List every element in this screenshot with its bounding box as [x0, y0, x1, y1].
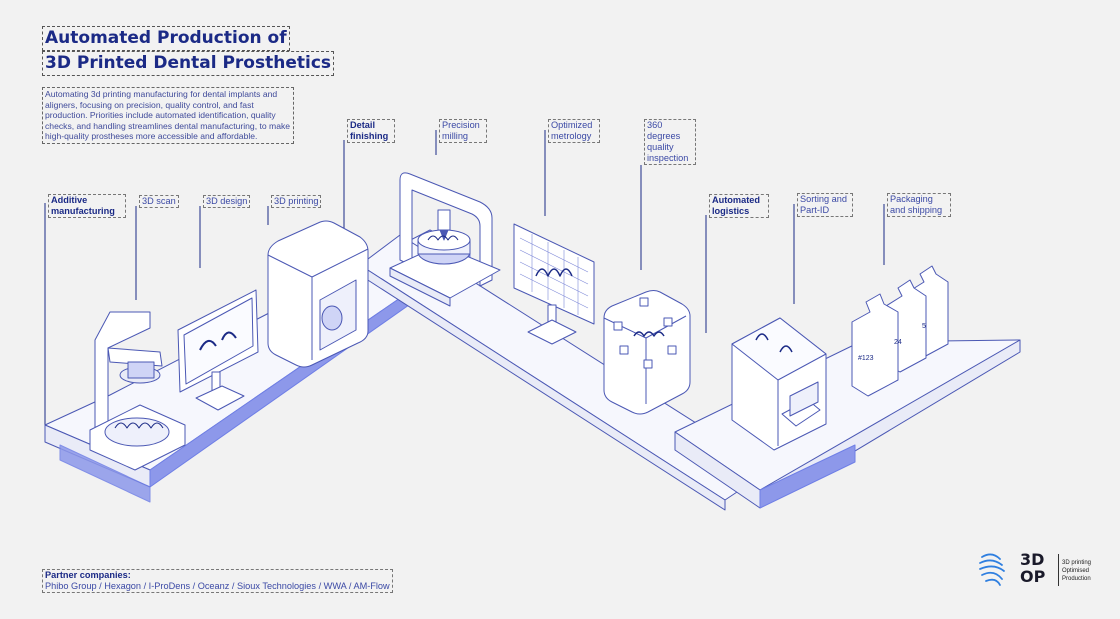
- label-sorting-part-id: Sorting and Part-ID: [797, 193, 853, 217]
- 3dop-logo: 3D OP 3D printing Optimised Production: [978, 551, 1093, 591]
- label-packaging-shipping: Packaging and shipping: [887, 193, 951, 217]
- label-3d-printing: 3D printing: [271, 195, 322, 208]
- package-label-1: #123: [858, 355, 874, 362]
- logo-wordmark: 3D OP: [1020, 551, 1045, 585]
- logo-line-1: 3D: [1020, 550, 1045, 569]
- metrology-screen: [513, 223, 595, 345]
- additive-station: [89, 311, 186, 471]
- logo-tag-3: Production: [1062, 576, 1091, 582]
- scan-monitor: [177, 289, 259, 411]
- description: Automating 3d printing manufacturing for…: [42, 87, 294, 144]
- right-platform: [674, 339, 1021, 509]
- package-label-2: 24: [894, 339, 902, 346]
- title-line-2: 3D Printed Dental Prosthetics: [42, 51, 335, 76]
- label-360-quality-inspection: 360 degrees quality inspection: [644, 119, 696, 165]
- sorting-machine: [731, 317, 827, 451]
- label-automated-logistics: Automated logistics: [709, 194, 769, 218]
- label-3d-design: 3D design: [203, 195, 251, 208]
- page-title: Automated Production of 3D Printed Denta…: [42, 26, 335, 76]
- label-optimized-metrology: Optimized metrology: [548, 119, 600, 143]
- partners-heading: Partner companies:: [45, 570, 131, 580]
- logo-waves-icon: [979, 553, 1005, 586]
- label-additive-manufacturing: Additive manufacturing: [48, 194, 126, 218]
- inspection-cube: [603, 290, 691, 415]
- logo-separator: [1058, 554, 1059, 586]
- logo-tag-2: Optimised: [1062, 568, 1090, 574]
- milling-machine: [389, 172, 501, 307]
- logo-tag-1: 3D printing: [1062, 560, 1092, 566]
- label-3d-scan: 3D scan: [139, 195, 179, 208]
- label-precision-milling: Precision milling: [439, 119, 487, 143]
- printer-box: [267, 220, 369, 368]
- partner-companies: Partner companies: Phibo Group / Hexagon…: [42, 569, 393, 593]
- packages: [851, 265, 949, 397]
- label-detail-finishing: Detail finishing: [347, 119, 395, 143]
- logo-line-2: OP: [1020, 567, 1046, 586]
- logo-tagline: 3D printing Optimised Production: [1062, 559, 1091, 583]
- package-label-3: 5: [922, 323, 926, 330]
- partners-list: Phibo Group / Hexagon / I-ProDens / Ocea…: [45, 581, 390, 591]
- leader-lines: [44, 130, 885, 425]
